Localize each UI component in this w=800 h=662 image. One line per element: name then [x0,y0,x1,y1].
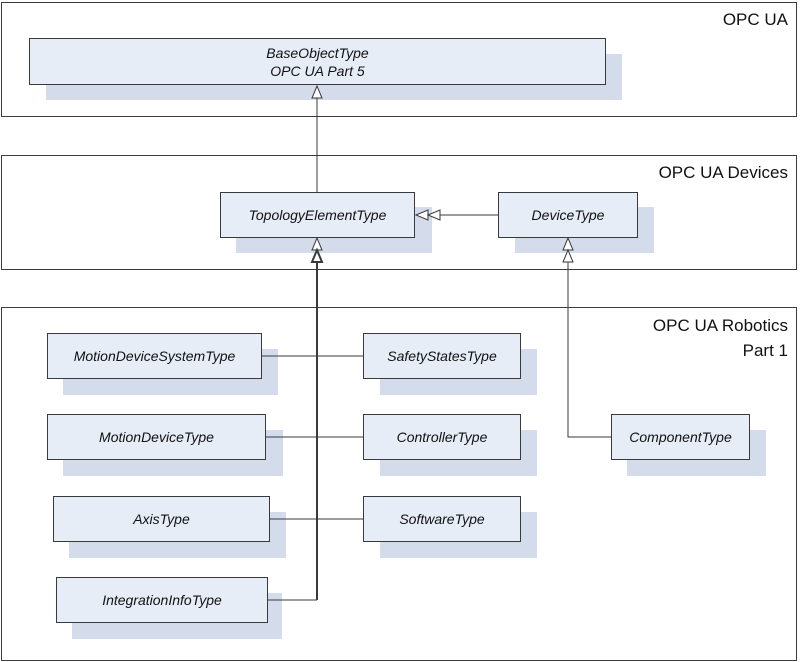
safety-states-type-name: SafetyStatesType [387,348,497,364]
device-type-name: DeviceType [531,207,605,223]
layer-opc-ua-title: OPC UA [722,10,788,29]
safety-states-type-box[interactable]: SafetyStatesType [363,333,521,379]
topology-element-type-name: TopologyElementType [248,207,387,223]
base-object-type-source: OPC UA Part 5 [270,62,365,79]
axis-type-name: AxisType [133,511,190,527]
motion-device-type-box[interactable]: MotionDeviceType [47,414,266,460]
motion-device-type-name: MotionDeviceType [99,429,214,445]
layer-opc-ua-robotics-subtitle: Part 1 [742,341,788,360]
layer-opc-ua-devices-title: OPC UA Devices [658,163,788,182]
controller-type-box[interactable]: ControllerType [363,414,521,460]
axis-type-box[interactable]: AxisType [53,496,270,542]
base-object-type-box[interactable]: BaseObjectType OPC UA Part 5 [29,38,606,85]
integration-info-type-box[interactable]: IntegrationInfoType [56,577,268,623]
motion-device-system-type-name: MotionDeviceSystemType [73,348,236,364]
base-object-type-name: BaseObjectType [266,44,369,61]
controller-type-name: ControllerType [396,429,488,445]
device-type-box[interactable]: DeviceType [498,192,638,238]
motion-device-system-type-box[interactable]: MotionDeviceSystemType [47,333,262,379]
software-type-box[interactable]: SoftwareType [363,496,521,542]
software-type-name: SoftwareType [399,511,485,527]
layer-opc-ua-robotics-title: OPC UA Robotics [652,316,788,335]
component-type-box[interactable]: ComponentType [611,414,750,460]
topology-element-type-box[interactable]: TopologyElementType [220,192,415,238]
integration-info-type-name: IntegrationInfoType [102,592,222,608]
component-type-name: ComponentType [629,429,732,445]
